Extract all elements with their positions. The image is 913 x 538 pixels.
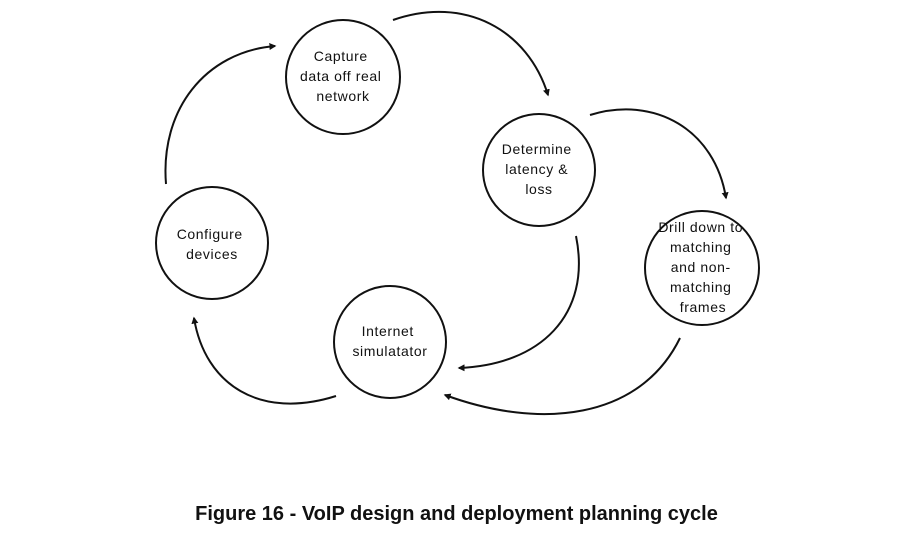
arrow-configure-to-capture [164,42,277,185]
node-capture-line-2: data off real [300,68,382,84]
svg-text:Determine latency &: Determine latency & loss [502,141,576,197]
node-configure-line-1: Configure [177,226,243,242]
node-determine: Determine latency & loss [482,113,596,227]
arrow-determine-to-drill [589,108,729,200]
svg-text:Configure devices: Configure devices [177,226,248,262]
node-capture-line-1: Capture [314,48,368,64]
node-configure: Configure devices [155,186,269,300]
node-drill-line-4: matching [670,279,732,295]
node-internet-line-1: Internet [362,323,414,339]
node-drill-line-1: Drill down to [658,219,743,235]
arrow-internet-to-configure [191,316,337,405]
arrow-capture-to-determine [392,10,550,97]
svg-text:Drill down to matching: Drill down to matching and non- matching… [658,219,747,315]
arrow-drill-to-internet [443,337,681,415]
node-determine-line-1: Determine [502,141,572,157]
node-internet: Internet simulatator [333,285,447,399]
node-determine-line-3: loss [525,181,552,197]
node-drill-line-3: and non- [671,259,731,275]
svg-text:Internet simulatator: Internet simulatator [352,323,427,359]
arrow-determine-to-internet [457,235,580,372]
node-drill-line-5: frames [680,299,726,315]
node-drill-line-2: matching [670,239,732,255]
node-capture: Capture data off real network [285,19,401,135]
svg-text:Capture data off real: Capture data off real network [300,48,386,104]
node-configure-line-2: devices [186,246,238,262]
figure-caption: Figure 16 - VoIP design and deployment p… [195,503,718,525]
node-drill: Drill down to matching and non- matching… [644,210,760,326]
node-internet-line-2: simulatator [352,343,427,359]
node-determine-line-2: latency & [505,161,568,177]
node-capture-line-3: network [316,88,370,104]
